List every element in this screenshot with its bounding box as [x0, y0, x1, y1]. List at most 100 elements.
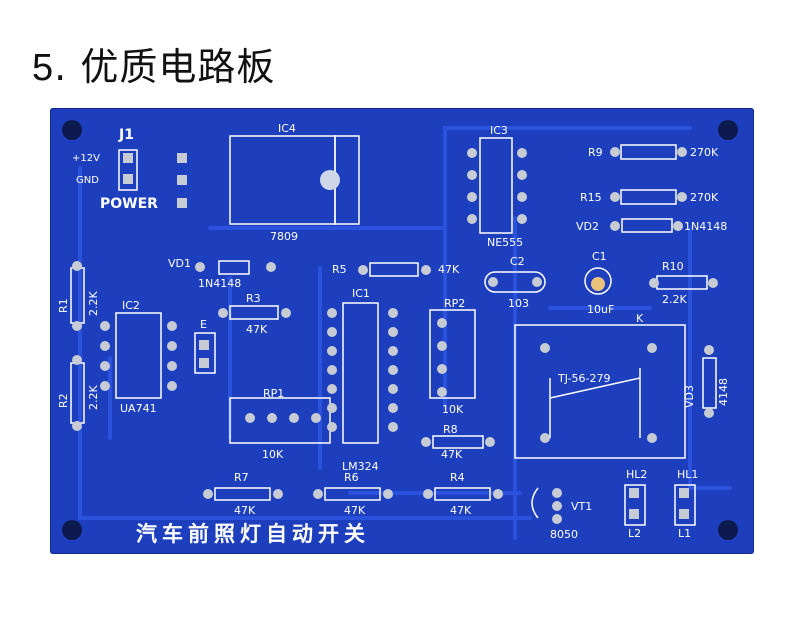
- r15-label: R15: [580, 191, 602, 204]
- solder-pad: [289, 413, 299, 423]
- vt1-part: 8050: [550, 528, 578, 541]
- solder-pad: [708, 278, 718, 288]
- solder-pad: [313, 489, 323, 499]
- pcb-board: J1 +12V GND POWER IC4 7809 IC3 NE555 R9 …: [50, 108, 754, 554]
- solder-pad: [327, 403, 337, 413]
- solder-pad: [704, 408, 714, 418]
- solder-pad: [488, 277, 498, 287]
- solder-pad: [388, 403, 398, 413]
- solder-pad: [647, 433, 657, 443]
- solder-pad: [218, 308, 228, 318]
- ic4-part: 7809: [270, 230, 298, 243]
- c2-value: 103: [508, 297, 529, 310]
- solder-pad: [388, 308, 398, 318]
- solder-pad: [677, 192, 687, 202]
- r1-value: 2.2K: [87, 291, 100, 316]
- v12-label: +12V: [72, 153, 100, 164]
- solder-pad: [423, 489, 433, 499]
- r10-label: R10: [662, 260, 684, 273]
- r3-label: R3: [246, 292, 261, 305]
- solder-pad: [273, 489, 283, 499]
- solder-pad: [647, 343, 657, 353]
- solder-pad: [517, 214, 527, 224]
- solder-pad: [467, 214, 477, 224]
- solder-pad: [388, 365, 398, 375]
- solder-pad: [266, 262, 276, 272]
- r8-label: R8: [443, 423, 458, 436]
- solder-pad: [437, 318, 447, 328]
- solder-pad: [311, 413, 321, 423]
- solder-pad: [552, 488, 562, 498]
- solder-pad: [673, 221, 683, 231]
- solder-pad: [72, 421, 82, 431]
- solder-pad: [532, 277, 542, 287]
- c1-value: 10uF: [587, 303, 615, 316]
- solder-pad: [167, 381, 177, 391]
- solder-pad: [421, 437, 431, 447]
- solder-pad: [203, 489, 213, 499]
- solder-pad: [677, 147, 687, 157]
- r1-label: R1: [57, 298, 70, 313]
- solder-pad: [245, 413, 255, 423]
- gnd-label: GND: [76, 175, 99, 186]
- ic3-part: NE555: [487, 236, 524, 249]
- solder-pad: [649, 278, 659, 288]
- solder-pad: [704, 345, 714, 355]
- r5-label: R5: [332, 263, 347, 276]
- solder-pad: [388, 384, 398, 394]
- solder-pad: [327, 365, 337, 375]
- solder-pad: [467, 170, 477, 180]
- solder-pad: [167, 361, 177, 371]
- c2-label: C2: [510, 255, 525, 268]
- solder-pad: [100, 341, 110, 351]
- solder-pad: [167, 341, 177, 351]
- solder-pad: [467, 192, 477, 202]
- solder-pad: [540, 343, 550, 353]
- vt1-label: VT1: [571, 500, 593, 513]
- j1-label: J1: [119, 127, 134, 143]
- hl2-label: HL2: [626, 468, 648, 481]
- solder-pad: [100, 321, 110, 331]
- solder-pad: [327, 384, 337, 394]
- solder-pad: [358, 265, 368, 275]
- r4-value: 47K: [450, 504, 472, 517]
- r7-value: 47K: [234, 504, 256, 517]
- solder-pad: [421, 265, 431, 275]
- r6-label: R6: [344, 471, 359, 484]
- heading-text: 优质电路板: [80, 45, 276, 89]
- vd2-value: 1N4148: [684, 220, 728, 233]
- rp1-value: 10K: [262, 448, 284, 461]
- solder-pad: [610, 221, 620, 231]
- solder-pad: [167, 321, 177, 331]
- heading-number: 5: [32, 47, 55, 89]
- solder-pad: [437, 341, 447, 351]
- solder-pad: [517, 148, 527, 158]
- ic1-label: IC1: [352, 287, 370, 300]
- r6-value: 47K: [344, 504, 366, 517]
- k-label: K: [636, 312, 644, 325]
- solder-pad: [281, 308, 291, 318]
- solder-pad: [327, 346, 337, 356]
- ic4-label: IC4: [278, 122, 296, 135]
- r10-value: 2.2K: [662, 293, 687, 306]
- rp2-value: 10K: [442, 403, 464, 416]
- solder-pad: [100, 381, 110, 391]
- solder-pad: [327, 422, 337, 432]
- rp1-label: RP1: [263, 387, 285, 400]
- ic2-part: UA741: [120, 402, 157, 415]
- heading-sep: .: [54, 45, 68, 89]
- solder-pad: [437, 387, 447, 397]
- l2-label: L2: [628, 527, 642, 540]
- solder-pad: [552, 501, 562, 511]
- power-label: POWER: [100, 196, 158, 212]
- vd1-value: 1N4148: [198, 277, 242, 290]
- solder-pad: [388, 327, 398, 337]
- hl1-label: HL1: [677, 468, 699, 481]
- r15-value: 270K: [690, 191, 719, 204]
- vd3-label: VD3: [683, 385, 696, 408]
- solder-pad: [493, 489, 503, 499]
- solder-pad: [267, 413, 277, 423]
- solder-pad: [610, 192, 620, 202]
- r2-value: 2.2K: [87, 385, 100, 410]
- r7-label: R7: [234, 471, 249, 484]
